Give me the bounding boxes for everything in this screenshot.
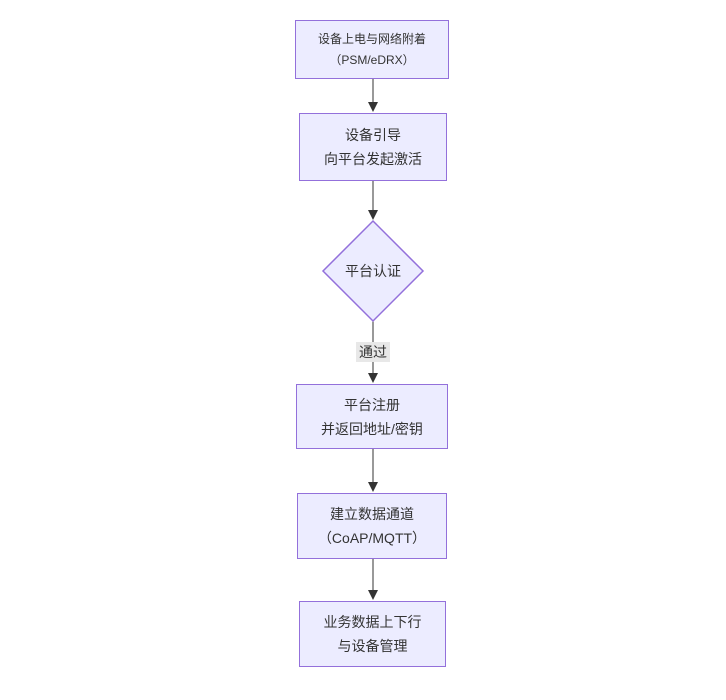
node-text-line: 业务数据上下行 [323, 614, 422, 630]
decision-diamond-shape [321, 219, 425, 323]
node-platform-register: 平台注册 并返回地址/密钥 [296, 384, 448, 449]
node-text-line: 向平台发起激活 [324, 151, 422, 167]
node-text-line: （CoAP/MQTT） [317, 530, 427, 546]
node-text-line: 设备上电与网络附着 [317, 31, 426, 46]
node-text-line: 建立数据通道 [330, 506, 414, 522]
node-text-line: 平台注册 [344, 396, 400, 413]
node-text-line: 与设备管理 [337, 638, 408, 654]
node-data-channel: 建立数据通道 （CoAP/MQTT） [297, 493, 447, 559]
node-power-attach: 设备上电与网络附着 （PSM/eDRX） [295, 20, 449, 79]
node-bootstrap-activate: 设备引导 向平台发起激活 [299, 113, 447, 181]
decision-platform-auth: 平台认证 [345, 263, 401, 279]
node-text-line: 并返回地址/密钥 [321, 420, 423, 437]
node-text-line: 设备引导 [345, 127, 401, 143]
edge-label-pass: 通过 [356, 342, 390, 362]
node-business-data: 业务数据上下行 与设备管理 [299, 601, 446, 667]
node-text-line: （PSM/eDRX） [329, 52, 415, 67]
